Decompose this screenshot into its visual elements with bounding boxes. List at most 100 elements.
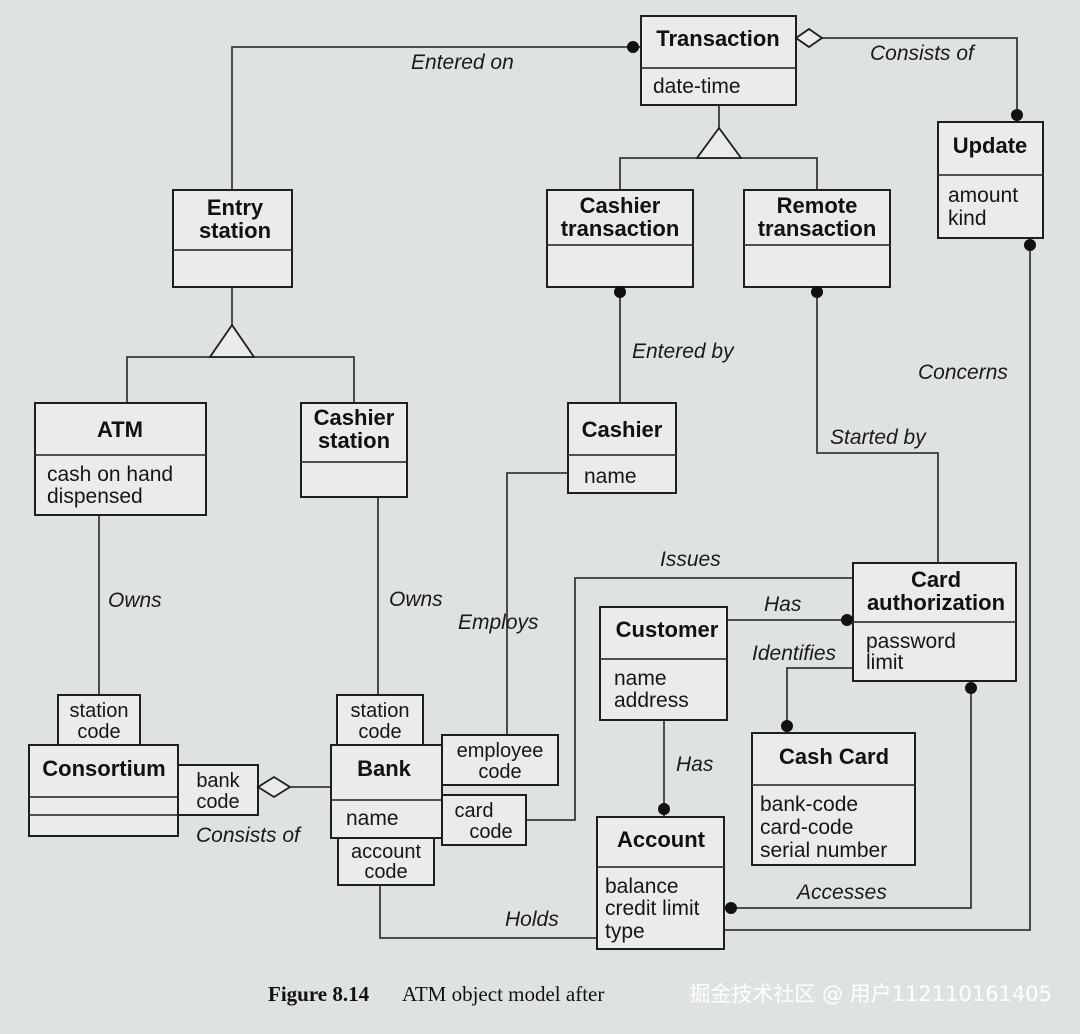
concerns-dot: [1024, 239, 1036, 251]
cashier-attr-name: name: [584, 465, 637, 488]
multiplicity-dots: [614, 41, 1036, 914]
caption-text: ATM object model after: [402, 982, 604, 1006]
cash-card-attr-card-code: card-code: [760, 816, 853, 839]
label-entered-by: Entered by: [632, 340, 735, 363]
cashier-transaction-title-line1: Cashier: [580, 193, 661, 218]
class-transaction: Transaction date-time: [640, 15, 797, 106]
started-by-line: [816, 287, 939, 563]
cashier-transaction-title-line2: transaction: [561, 216, 680, 241]
card-auth-accesses-dot: [965, 682, 977, 694]
transaction-generalization-triangle: [695, 126, 743, 159]
label-issues: Issues: [660, 548, 721, 571]
card-authorization-attr-password: password: [866, 630, 956, 653]
accesses-dot: [725, 902, 737, 914]
atm-title: ATM: [97, 417, 143, 442]
transaction-attr-date-time: date-time: [653, 75, 741, 98]
qualifier-consortium-bank-code: bank code: [177, 764, 259, 816]
bank-title: Bank: [357, 756, 412, 781]
label-owns-cashier: Owns: [389, 588, 443, 611]
qualifier-text: station: [70, 700, 129, 722]
holds-line: [379, 885, 597, 939]
class-customer: Customer name address: [599, 606, 728, 721]
update-title: Update: [953, 133, 1028, 158]
has-account-dot: [658, 803, 670, 815]
label-accesses: Accesses: [795, 881, 887, 904]
customer-attr-name: name: [614, 667, 667, 690]
employs-line: [506, 472, 568, 735]
qualifier-bank-card-code: card code: [441, 794, 527, 846]
card-authorization-attr-limit: limit: [866, 651, 903, 674]
qualifier-text: employee: [457, 740, 544, 762]
consortium-title: Consortium: [42, 756, 165, 781]
label-holds: Holds: [505, 908, 559, 931]
qualifier-bank-employee-code: employee code: [441, 734, 559, 786]
customer-attr-address: address: [614, 689, 689, 712]
class-atm: ATM cash on hand dispensed: [34, 402, 207, 516]
label-has-account: Has: [676, 753, 714, 776]
issues-line: [526, 577, 853, 821]
identifies-dot: [781, 720, 793, 732]
label-has-card: Has: [764, 593, 802, 616]
bank-attr-name: name: [346, 807, 399, 830]
remote-transaction-title-line2: transaction: [758, 216, 877, 241]
label-consists-of-top: Consists of: [870, 42, 976, 65]
qualifier-text: code: [478, 761, 521, 783]
has-card-dot: [841, 614, 853, 626]
concerns-line: [724, 240, 1031, 931]
class-cash-card: Cash Card bank-code card-code serial num…: [751, 732, 916, 866]
label-owns-atm: Owns: [108, 589, 162, 612]
entered-on-dot: [627, 41, 639, 53]
label-entered-on: Entered on: [411, 51, 514, 74]
started-by-dot: [811, 286, 823, 298]
entered-by-dot: [614, 286, 626, 298]
bank-aggregation-diamond: [256, 775, 292, 799]
class-consortium: Consortium: [28, 744, 179, 837]
class-update: Update amount kind: [937, 121, 1044, 239]
consists-of-top-line: [822, 37, 1018, 122]
remote-transaction-title-line1: Remote: [777, 193, 858, 218]
entry-station-title-line2: station: [199, 218, 271, 243]
entry-station-title-line1: Entry: [207, 195, 264, 220]
transaction-title: Transaction: [656, 26, 779, 51]
entry-station-generalization-triangle: [208, 323, 256, 358]
qualifier-text: code: [196, 791, 239, 813]
class-card-authorization: Card authorization password limit: [852, 562, 1017, 682]
customer-title: Customer: [616, 617, 719, 642]
atm-attr-dispensed: dispensed: [47, 485, 143, 508]
card-authorization-title-line2: authorization: [867, 590, 1005, 615]
watermark-text: 掘金技术社区 @ 用户112110161405: [689, 982, 1052, 1006]
qualifier-text: bank: [196, 770, 240, 792]
class-cashier-transaction: Cashier transaction: [546, 189, 694, 288]
account-title: Account: [617, 827, 706, 852]
qualifier-text: card: [455, 800, 494, 822]
qualifier-bank-account-code: account code: [337, 837, 435, 886]
entered-on-line: [231, 46, 641, 190]
figure-caption: Figure 8.14 ATM object model after: [268, 982, 604, 1006]
class-remote-transaction: Remote transaction: [743, 189, 891, 288]
identifies-line: [786, 667, 853, 733]
entry-station-generalization-line: [126, 356, 355, 403]
qualifier-text: station: [351, 700, 410, 722]
cashier-title: Cashier: [582, 417, 663, 442]
qualifier-consortium-station-code: station code: [57, 694, 141, 746]
cashier-station-title-line2: station: [318, 428, 390, 453]
caption-label: Figure 8.14: [268, 982, 370, 1006]
label-concerns: Concerns: [918, 361, 1008, 384]
class-bank: Bank name: [330, 744, 443, 839]
qualifier-text: code: [77, 721, 120, 743]
transaction-aggregation-diamond: [794, 27, 824, 49]
account-attr-balance: balance: [605, 875, 679, 898]
label-employs: Employs: [458, 611, 539, 634]
update-dot: [1011, 109, 1023, 121]
class-cashier-station: Cashier station: [300, 402, 408, 498]
label-started-by: Started by: [830, 426, 927, 449]
qualifier-text: code: [469, 821, 512, 843]
qualifier-text: code: [358, 721, 401, 743]
atm-attr-cash-on-hand: cash on hand: [47, 463, 173, 486]
transaction-generalization-line: [619, 157, 818, 190]
qualifier-text: code: [364, 861, 407, 883]
class-cashier: Cashier name: [567, 402, 677, 494]
association-labels: Entered on Consists of Entered by Concer…: [108, 42, 1008, 931]
accesses-line: [724, 690, 972, 909]
